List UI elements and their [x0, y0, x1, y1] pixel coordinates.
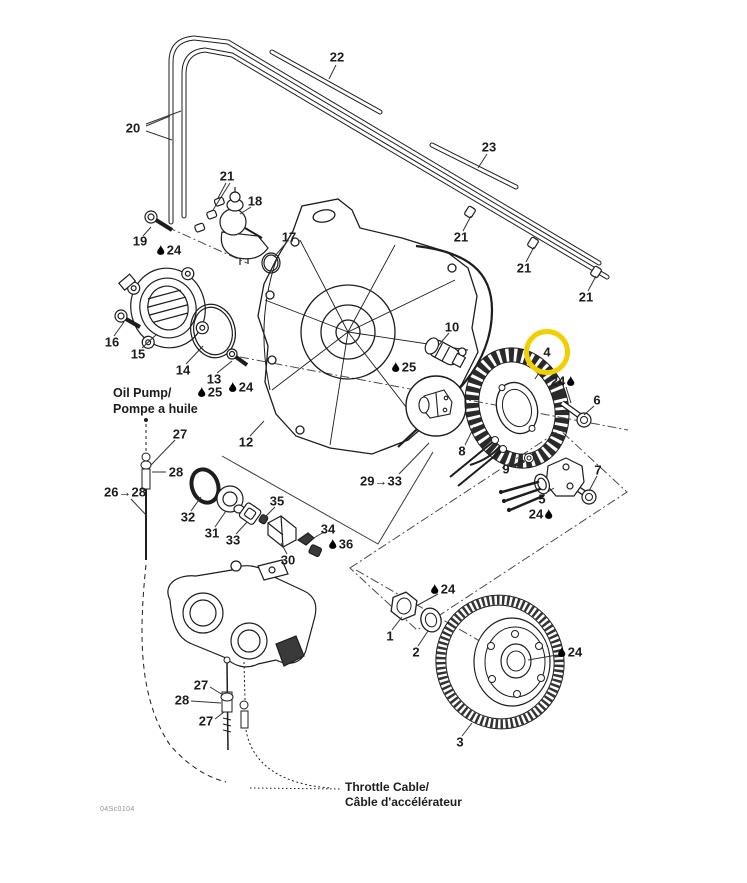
trigger-plate [498, 457, 585, 513]
oil-pump-cable [140, 418, 227, 783]
o-ring-17 [261, 252, 281, 274]
section-lines [221, 451, 434, 545]
grommet-36 [308, 544, 323, 558]
bolt-6 [560, 400, 592, 428]
washer-2 [420, 607, 442, 633]
water-pump-cover [114, 267, 249, 367]
banjo-bolt-19 [144, 210, 174, 232]
carb-cable-adjuster [220, 656, 234, 751]
carburetor [167, 559, 317, 668]
cables [140, 418, 341, 790]
oil-pump-label-en: Oil Pump/ [113, 386, 172, 400]
bolt-16 [114, 309, 141, 329]
o-ring-14 [190, 303, 236, 359]
oil-pump [144, 187, 281, 274]
clip-34 [296, 532, 315, 546]
screw-13 [226, 348, 249, 367]
stator-screws [449, 436, 507, 487]
seal-33 [238, 502, 262, 525]
stator [449, 347, 570, 487]
throttle-cable-label-en: Throttle Cable/ [345, 780, 430, 794]
plug-35 [258, 514, 269, 525]
flywheel-3 [435, 594, 565, 730]
throttle-cable [239, 661, 341, 790]
crankcase [257, 198, 494, 455]
tube-clips [194, 196, 602, 279]
flywheel-group [390, 591, 565, 730]
doc-code: 04Sc0104 [100, 806, 135, 813]
connector-30 [267, 515, 297, 548]
nut-1 [390, 591, 418, 621]
o-ring-32 [189, 467, 221, 505]
cap-31 [216, 485, 245, 514]
ignition-coil [424, 337, 467, 369]
throttle-cable-label-fr: Câble d'accélérateur [345, 795, 462, 809]
oil-pump-label-fr: Pompe a huile [113, 401, 198, 416]
throttle-cable-label: Throttle Cable/ Câble d'accélérateur [345, 780, 462, 810]
magnifier-detail [405, 375, 467, 437]
small-parts [189, 467, 323, 558]
oil-pump-label: Oil Pump/ Pompe a huile [113, 386, 198, 417]
oil-line-tubes [168, 35, 610, 280]
